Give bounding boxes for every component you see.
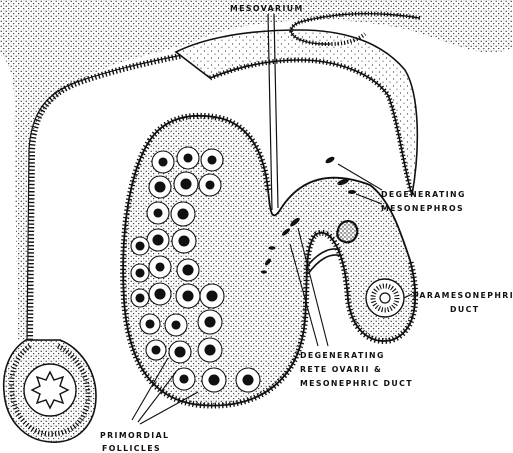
follicle [140,314,160,334]
gut-tube [4,340,96,442]
label-degenerating-mesonephros-1: DEGENERATING [381,190,466,199]
follicle [131,264,149,282]
follicle [177,147,199,169]
label-paramesonephric-2: DUCT [450,305,479,314]
follicle [131,289,149,307]
follicle [147,202,169,224]
follicle [172,229,196,253]
follicle [147,229,169,251]
label-rete-2: RETE OVARII & [300,365,382,374]
follicle [149,283,171,305]
rete-ovarii [337,221,357,242]
follicle [171,202,195,226]
follicle [177,259,199,281]
follicle [149,176,171,198]
follicle [146,340,166,360]
label-rete-1: DEGENERATING [300,351,385,360]
follicle [198,338,222,362]
paramesonephric-duct [366,279,404,317]
follicle [201,149,223,171]
label-primordial-1: PRIMORDIAL [100,431,169,440]
label-primordial-2: FOLLICLES [102,444,161,453]
follicle [176,284,200,308]
follicle [169,341,191,363]
follicle [199,174,221,196]
follicle [200,284,224,308]
follicle [236,368,260,392]
follicle [152,151,174,173]
follicle [202,368,226,392]
label-paramesonephric-1: PARAMESONEPHRIC [413,291,513,300]
follicle [165,314,187,336]
follicle [149,256,171,278]
label-mesovarium: MESOVARIUM [230,4,304,13]
follicle [174,172,198,196]
follicle [131,237,149,255]
label-degenerating-mesonephros-2: MESONEPHROS [381,204,464,213]
follicle [198,310,222,334]
follicle [173,368,195,390]
label-rete-3: MESONEPHRIC DUCT [300,379,413,388]
